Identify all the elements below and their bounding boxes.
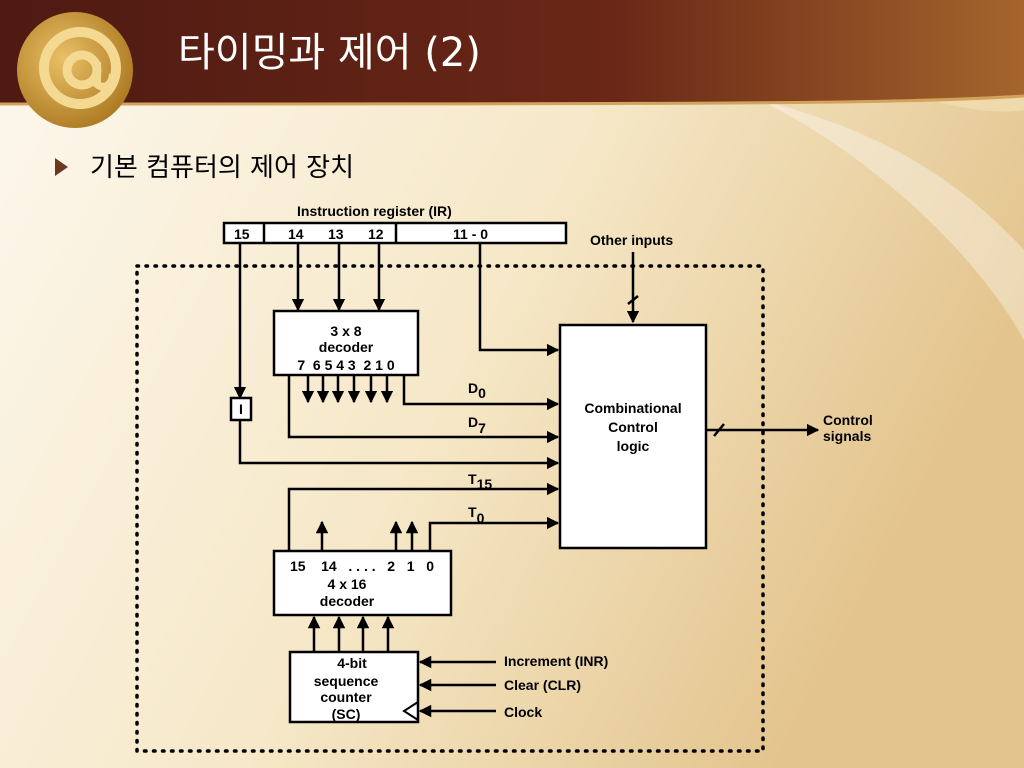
sc-line3: counter <box>320 689 372 705</box>
t15-label: T15 <box>468 471 492 492</box>
logic-line1: Combinational <box>584 400 681 416</box>
decoder-4x16-inputs: 15 14 . . . . 2 1 0 <box>290 558 434 574</box>
bullet-triangle-icon <box>55 158 68 176</box>
decoder-3x8-line2: decoder <box>319 339 374 355</box>
logic-line3: logic <box>617 438 650 454</box>
ir-bit-12: 12 <box>368 226 384 242</box>
other-inputs-label: Other inputs <box>590 232 673 248</box>
sc-line1: 4-bit <box>337 655 367 671</box>
control-signals-line1: Control <box>823 412 873 428</box>
ir-bit-13: 13 <box>328 226 344 242</box>
combinational-control-logic <box>558 323 708 550</box>
decoder-3x8 <box>272 309 420 377</box>
control-unit-diagram: Instruction register (IR) 15 14 13 12 11… <box>135 203 873 753</box>
header-underline <box>0 94 1024 106</box>
ir-title: Instruction register (IR) <box>297 203 452 219</box>
decoder-4x16 <box>272 549 453 617</box>
sc-line4: (SC) <box>332 706 361 722</box>
clock-input-triangle <box>402 701 419 721</box>
control-signals-line2: signals <box>823 428 871 444</box>
at-sign-logo-icon <box>17 12 133 128</box>
i-flipflop-label: I <box>239 401 243 417</box>
background-light-ray <box>760 100 1024 340</box>
control-unit-boundary <box>135 264 765 753</box>
header-band <box>0 0 1024 104</box>
decoder-3x8-line1: 3 x 8 <box>330 323 361 339</box>
sc-line2: sequence <box>314 673 379 689</box>
decoder-3x8-outputs: 7 6 5 4 3 2 1 0 <box>297 357 395 373</box>
bullet-text: 기본 컴퓨터의 제어 장치 <box>90 153 354 183</box>
ir-bit-15: 15 <box>234 226 250 242</box>
clock-label: Clock <box>504 704 542 720</box>
d7-label: D7 <box>468 414 486 436</box>
increment-label: Increment (INR) <box>504 653 608 669</box>
ir-bits-11-0: 11 - 0 <box>453 226 488 242</box>
clear-label: Clear (CLR) <box>504 677 581 693</box>
logic-line2: Control <box>608 419 658 435</box>
ir-bit-14: 14 <box>288 226 304 242</box>
decoder-4x16-line2: decoder <box>320 593 375 609</box>
slide-title: 타이밍과 제어 (2) <box>178 30 481 76</box>
t0-label: T0 <box>468 504 485 526</box>
d0-label: D0 <box>468 380 486 401</box>
sequence-counter <box>288 650 420 724</box>
decoder-4x16-line1: 4 x 16 <box>328 576 367 592</box>
